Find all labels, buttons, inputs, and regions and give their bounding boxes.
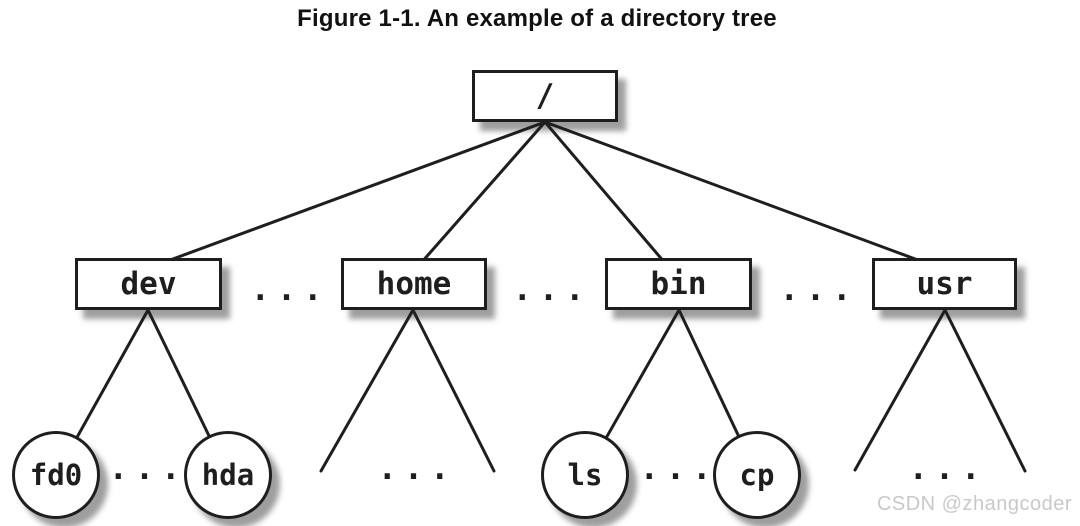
figure-title: Figure 1-1. An example of a directory tr… [297, 5, 777, 32]
node-dev: dev [75, 258, 222, 310]
edge-usr-left [853, 308, 947, 472]
edge-root-usr [543, 120, 928, 265]
ellipsis-bin-usr: ... [779, 270, 859, 308]
ellipsis-ls-cp: ... [639, 449, 719, 487]
node-label: ls [567, 458, 603, 492]
node-label: fd0 [29, 458, 83, 492]
edge-usr-right [943, 308, 1027, 473]
node-bin: bin [605, 258, 752, 310]
edge-home-left [319, 308, 415, 473]
watermark: CSDN @zhangcoder [876, 493, 1072, 515]
node-home: home [341, 258, 487, 310]
node-fd0: fd0 [12, 431, 100, 519]
node-label: / [535, 78, 555, 114]
ellipsis-dev-home: ... [250, 270, 330, 308]
ellipsis-fd0-hda: ... [108, 449, 188, 487]
node-label: home [376, 266, 452, 302]
node-ls: ls [541, 431, 629, 519]
ellipsis-under-usr: ... [908, 449, 988, 487]
edge-root-home [419, 120, 547, 265]
node-label: dev [120, 266, 177, 302]
node-root: / [472, 70, 618, 122]
edge-root-bin [543, 120, 667, 265]
node-label: bin [650, 266, 707, 302]
edge-root-dev [160, 120, 547, 265]
node-hda: hda [184, 431, 272, 519]
node-label: usr [916, 266, 973, 302]
node-label: cp [739, 458, 775, 492]
ellipsis-under-home: ... [377, 449, 457, 487]
ellipsis-home-bin: ... [512, 270, 592, 308]
edge-home-right [411, 308, 496, 473]
node-usr: usr [872, 258, 1017, 310]
node-label: hda [201, 458, 255, 492]
node-cp: cp [713, 431, 801, 519]
